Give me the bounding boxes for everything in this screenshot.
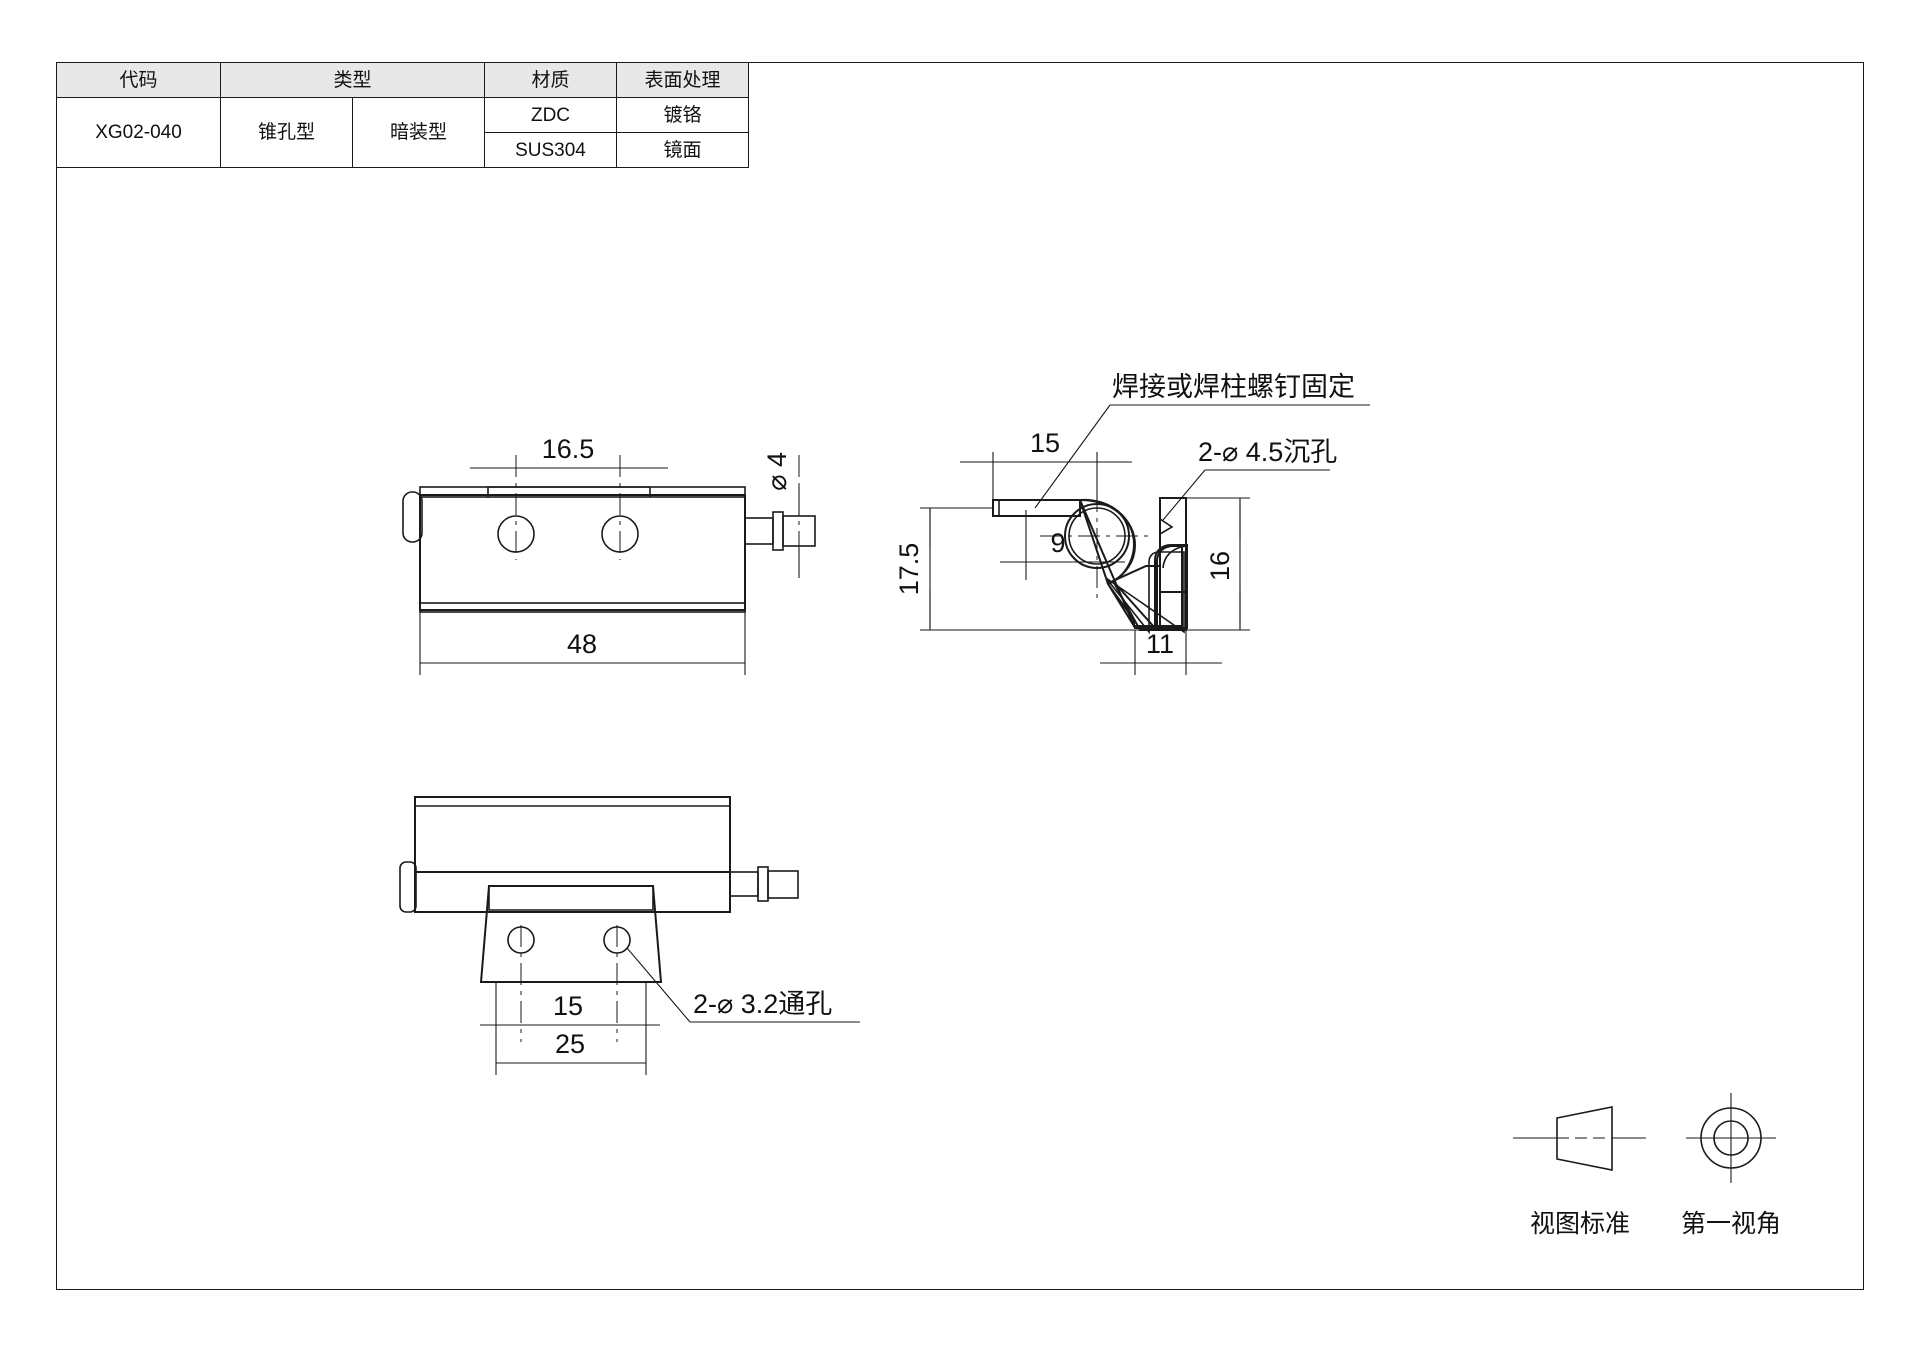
cell-surface-mirror: 镜面 [616, 132, 749, 168]
note-label-counterbore: 2-⌀ 4.5沉孔 [1198, 437, 1337, 467]
concentric-circle-icon [1686, 1093, 1776, 1183]
bottom-flange-plate [479, 885, 663, 983]
dim-bottom-hole-spacing: 15 [480, 991, 660, 1026]
projection-symbol-group: 视图标准 第一视角 [1513, 1093, 1781, 1238]
cell-code: XG02-040 [56, 97, 221, 168]
front-left-knuckle [402, 491, 423, 543]
front-bottom-edge-band [419, 602, 746, 613]
cell-surface-chrome: 镀铬 [616, 97, 749, 133]
drawing-frame-border [56, 62, 1864, 1290]
dim-side-knuckle-height: 16 [1186, 497, 1250, 631]
side-hook-bottom [1111, 565, 1187, 631]
note-counterbore: 2-⌀ 4.5沉孔 [1162, 437, 1337, 521]
dim-label-15-side: 15 [1030, 428, 1060, 458]
dim-label-15-bottom: 15 [553, 991, 583, 1021]
header-type: 类型 [220, 62, 485, 98]
note-label-through-hole: 2-⌀ 3.2通孔 [693, 989, 832, 1019]
dim-front-hole-spacing: 16.5 [470, 434, 668, 469]
header-surface-treatment: 表面处理 [616, 62, 749, 98]
cell-material-sus304: SUS304 [484, 132, 617, 168]
bottom-dark-band [414, 871, 731, 913]
dim-front-pin-diameter: ⌀ 4 [762, 452, 800, 578]
projection-angle-label: 第一视角 [1681, 1210, 1781, 1238]
dim-label-11: 11 [1146, 629, 1174, 659]
dim-label-diameter-4: ⌀ 4 [762, 452, 792, 491]
projection-standard-label: 视图标准 [1530, 1210, 1630, 1238]
dim-side-leaf-length: 15 [960, 428, 1132, 505]
dim-label-9: 9 [1050, 528, 1065, 558]
dim-label-16: 16 [1205, 551, 1235, 581]
dim-side-base-width: 11 [1100, 629, 1222, 675]
side-section-view: 15 9 17.5 [894, 372, 1370, 675]
dim-bottom-flange-width: 25 [495, 982, 647, 1075]
table-row: XG02-040 锥孔型 暗装型 ZDC 镀铬 [56, 97, 749, 168]
bottom-view: 15 25 2-⌀ 3.2通孔 [399, 796, 860, 1075]
side-upper-leaf [992, 499, 1081, 517]
dim-side-axis-offset: 9 [1000, 510, 1125, 580]
dim-label-25: 25 [555, 1029, 585, 1059]
side-wall-fillet-mark [1162, 545, 1187, 569]
dim-label-16-5: 16.5 [542, 434, 595, 464]
front-hinge-pin [744, 511, 816, 551]
front-view: 16.5 ⌀ 4 48 [402, 434, 816, 675]
dim-label-48: 48 [567, 629, 597, 659]
bottom-flange-top-strip [488, 885, 654, 911]
dim-label-17-5: 17.5 [894, 543, 924, 596]
cell-type-2: 暗装型 [352, 97, 485, 168]
specification-table: 代码 类型 材质 表面处理 XG02-040 锥孔型 暗装型 ZDC 镀铬 SU… [56, 62, 749, 168]
note-weld-fix: 焊接或焊柱螺钉固定 [1034, 372, 1370, 509]
bottom-left-endcap [399, 861, 417, 913]
cone-icon [1513, 1106, 1646, 1171]
table-row: SUS304 镜面 [57, 132, 749, 168]
cell-type-1: 锥孔型 [220, 97, 353, 168]
bottom-hinge-pin [729, 866, 799, 902]
front-leaf-body [419, 494, 746, 611]
note-through-hole: 2-⌀ 3.2通孔 [626, 947, 860, 1023]
side-wall-counterbore-mark [1159, 498, 1174, 535]
note-label-weld: 焊接或焊柱螺钉固定 [1112, 372, 1355, 402]
dim-side-overall-height: 17.5 [894, 507, 1140, 631]
bottom-upper-body [414, 796, 731, 873]
dim-front-overall-length: 48 [419, 612, 746, 675]
